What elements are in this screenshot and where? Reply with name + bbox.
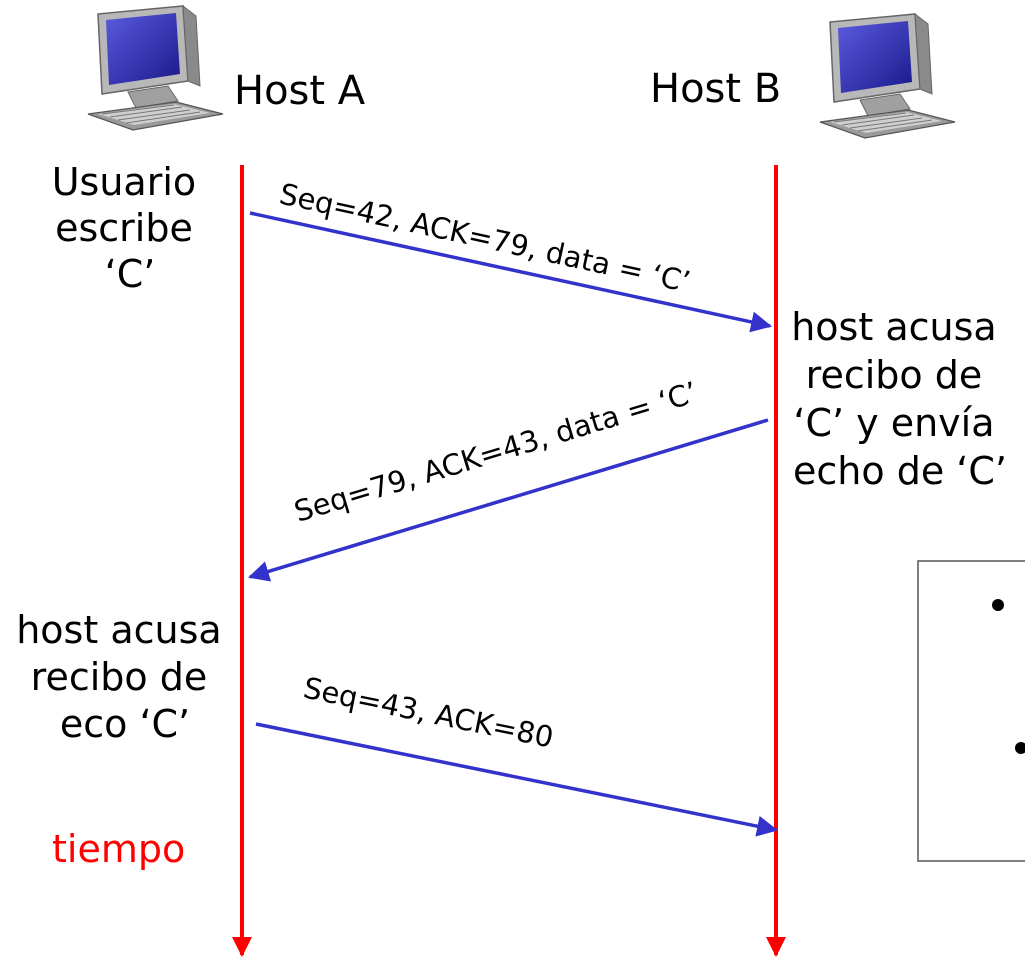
message-arrow-2	[247, 418, 769, 582]
host-b-computer-icon	[819, 13, 956, 139]
host-a-label: Host A	[234, 68, 366, 114]
message-label-2: Seq=79, ACK=43, data = ‘C’	[290, 375, 701, 529]
note-host-b-ack: host acusa recibo de ‘C’ y envía echo de…	[791, 305, 1009, 493]
host-b-label: Host B	[650, 66, 781, 112]
host-a-computer-icon	[87, 5, 224, 131]
note-user-types: Usuario escribe ‘C’	[52, 160, 209, 296]
message-arrow-1	[249, 211, 773, 333]
message-arrow-3	[255, 722, 779, 837]
message-label-1: Seq=42, ACK=79, data = ‘C’	[277, 177, 694, 300]
bullet-icon	[1015, 742, 1025, 754]
side-panel	[917, 560, 1025, 862]
note-host-a-ack: host acusa recibo de eco ‘C’	[16, 608, 234, 746]
time-axis-label: tiempo	[52, 827, 185, 871]
bullet-icon	[992, 599, 1004, 611]
